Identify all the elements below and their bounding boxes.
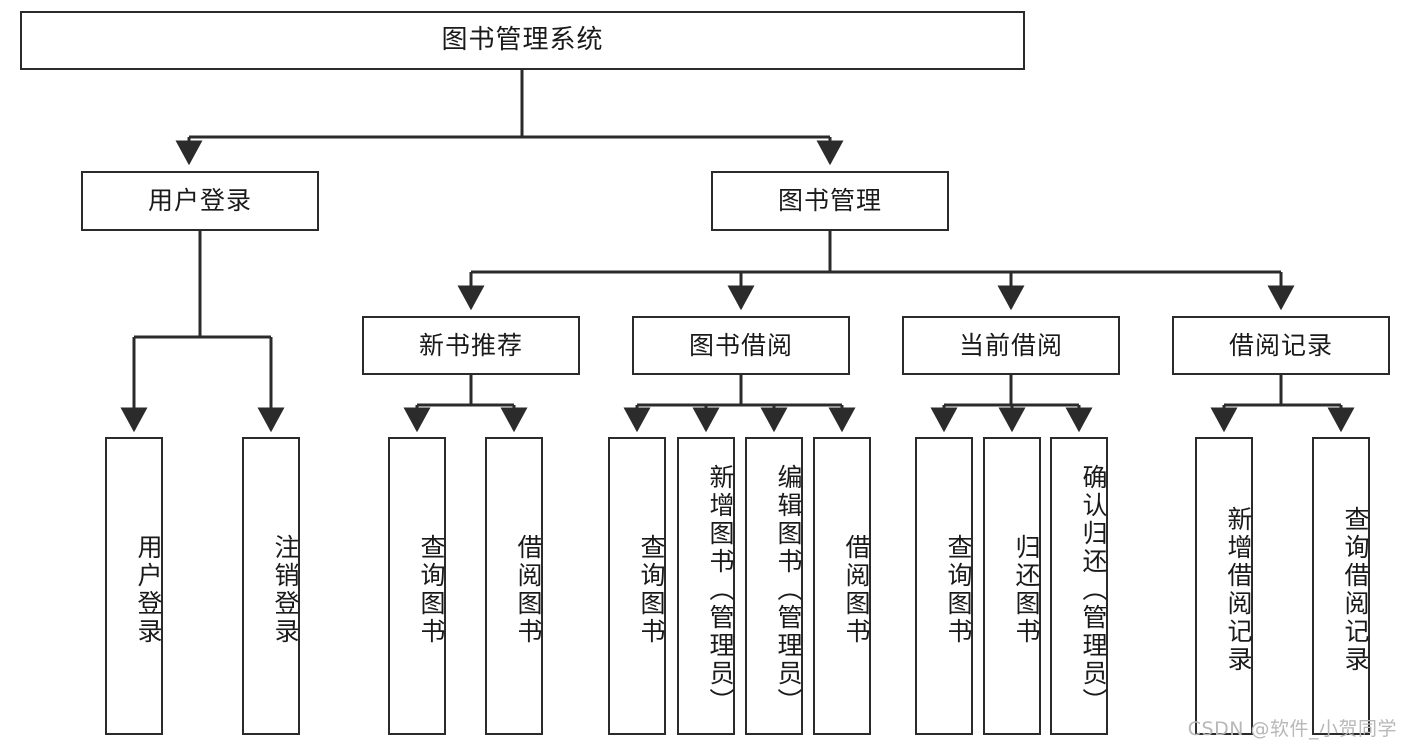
node-leaf-user-login[interactable]: 用户登录 <box>105 437 163 735</box>
node-leaf-return-book[interactable]: 归还图书 <box>983 437 1041 735</box>
node-leaf-add-book[interactable]: 新增图书（管理员） <box>677 437 735 735</box>
node-leaf-logout[interactable]: 注销登录 <box>242 437 300 735</box>
node-user-login[interactable]: 用户登录 <box>81 171 319 231</box>
node-root[interactable]: 图书管理系统 <box>20 11 1025 70</box>
node-leaf-query-book-2[interactable]: 查询图书 <box>608 437 666 735</box>
node-leaf-query-book-3[interactable]: 查询图书 <box>915 437 973 735</box>
node-new-book-rec[interactable]: 新书推荐 <box>362 316 580 375</box>
node-current-borrow[interactable]: 当前借阅 <box>902 316 1120 375</box>
node-leaf-query-record[interactable]: 查询借阅记录 <box>1312 437 1370 735</box>
node-borrow-record[interactable]: 借阅记录 <box>1172 316 1390 375</box>
watermark-text: CSDN @软件_小贺同学 <box>1187 718 1397 740</box>
node-leaf-add-record[interactable]: 新增借阅记录 <box>1195 437 1253 735</box>
node-book-borrow[interactable]: 图书借阅 <box>632 316 850 375</box>
node-leaf-query-book-1[interactable]: 查询图书 <box>388 437 446 735</box>
node-book-mgmt[interactable]: 图书管理 <box>711 171 949 231</box>
node-leaf-borrow-book-1[interactable]: 借阅图书 <box>485 437 543 735</box>
node-leaf-confirm-return[interactable]: 确认归还（管理员） <box>1050 437 1108 735</box>
node-leaf-edit-book[interactable]: 编辑图书（管理员） <box>745 437 803 735</box>
node-leaf-borrow-book-2[interactable]: 借阅图书 <box>813 437 871 735</box>
